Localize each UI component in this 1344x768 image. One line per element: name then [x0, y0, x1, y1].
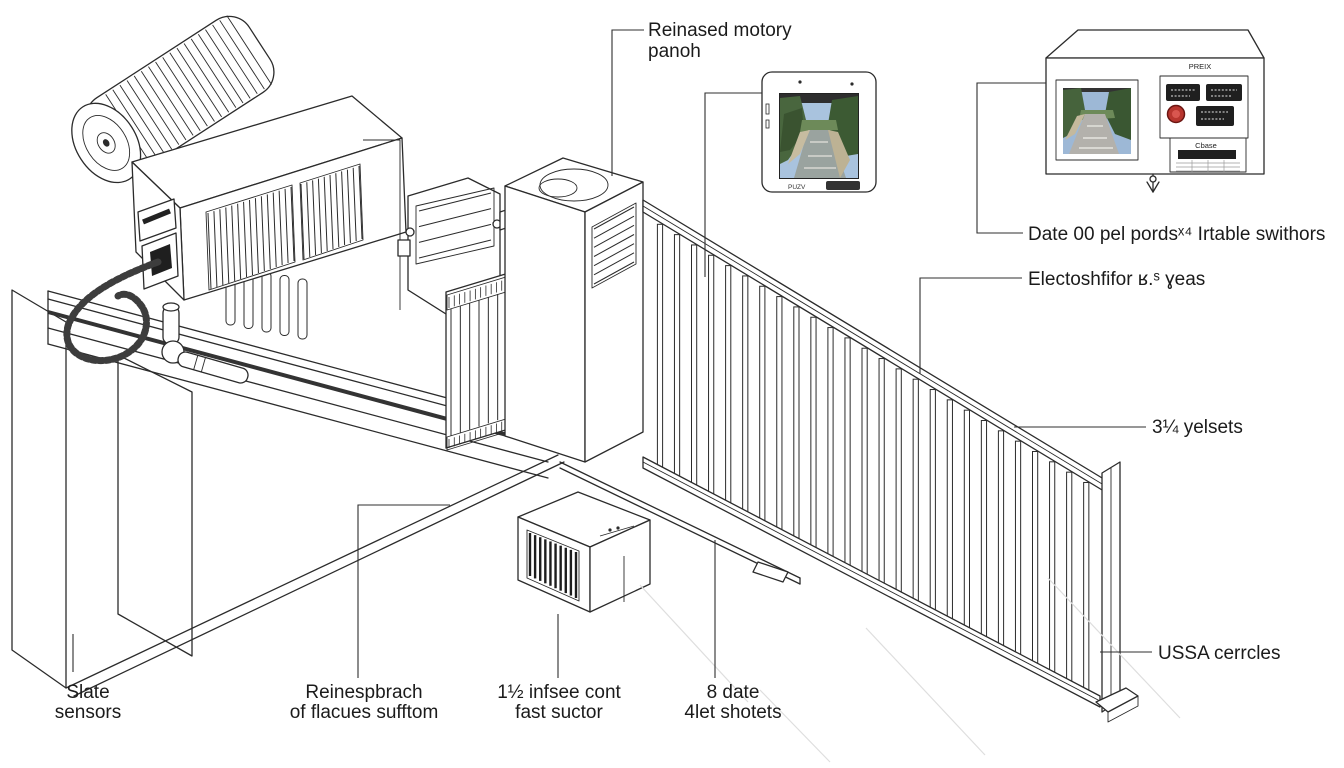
- track-stop: [752, 561, 789, 583]
- leader-lines: [72, 29, 1152, 678]
- display-right: [1206, 84, 1242, 101]
- base-edge: [65, 454, 559, 689]
- leader-monitor: [704, 92, 762, 277]
- photocell-box: [517, 491, 651, 613]
- label-electro: Electoshfifor ʁ.ˢ ɣeas: [1028, 269, 1205, 290]
- label-infsee-1: 1½ infsee cont: [497, 682, 621, 703]
- monitor-home-button: [826, 181, 860, 190]
- photocell-grille: [526, 529, 580, 602]
- sliding-gate: [642, 199, 1139, 723]
- side-button: [765, 103, 770, 115]
- drive-housing: [131, 95, 407, 301]
- label-yelsets: 3¼ yelsets: [1152, 417, 1243, 438]
- base-edge-2: [73, 461, 565, 697]
- display-lower: [1196, 106, 1234, 126]
- camera-dot-icon: [798, 80, 802, 84]
- label-slate-1: Slate: [66, 682, 109, 703]
- leader-ports: [976, 82, 1046, 234]
- guide-column: [445, 271, 513, 451]
- label-card: Cbase: [1169, 137, 1247, 173]
- monitor-brand: PUZV: [788, 184, 806, 191]
- label-reines-1: Reinespbrach: [305, 682, 422, 703]
- label-date-1: 8 date: [707, 682, 760, 703]
- label-ports: Date 00 pel pordsˣ⁴ Irtable swithors: [1028, 224, 1325, 245]
- keypad: [1159, 75, 1249, 139]
- pillar-vent: [591, 202, 637, 289]
- monitor-screen-image: [780, 94, 858, 178]
- label-date-2: 4let shotets: [684, 702, 781, 723]
- power-cable: [63, 258, 162, 364]
- motor-cylinder: [71, 15, 275, 184]
- panel-screen-frame: [1055, 79, 1139, 161]
- display-left: [1166, 84, 1200, 101]
- ground-lines: [639, 577, 1181, 763]
- label-motor-panel-2: panoh: [648, 41, 701, 62]
- antenna-icon: [1146, 173, 1160, 193]
- control-panel-box: PREIX Cbase: [1045, 29, 1265, 193]
- label-infsee-2: fast suctor: [515, 702, 603, 723]
- pipe-fitting: [161, 302, 249, 384]
- wall-panels: [11, 289, 565, 697]
- leader-motor-panel: [611, 29, 644, 176]
- label-reines-2: of flacues sufftom: [290, 702, 439, 723]
- video-monitor: PUZV: [761, 71, 877, 193]
- label-motor-panel-1: Reinased motory: [648, 20, 792, 41]
- leader-electro: [919, 277, 1022, 374]
- side-button: [765, 119, 770, 129]
- labels: Reinased motory panoh Date 00 pel pordsˣ…: [55, 20, 1326, 723]
- vent-grille-2: [299, 163, 364, 261]
- sensor-dot-icon: [850, 82, 854, 86]
- panel-screen-image: [1063, 88, 1131, 154]
- panel-sub-text: Cbase: [1195, 141, 1217, 150]
- panel-header-text: PREIX: [1189, 62, 1212, 71]
- vent-grille-1: [205, 184, 296, 291]
- label-circles: USSA cerrcles: [1158, 643, 1280, 664]
- ground-track: [559, 461, 801, 585]
- leader-reines: [357, 504, 450, 678]
- label-slate-2: sensors: [55, 702, 122, 723]
- corner-pillar: [504, 157, 644, 463]
- gate-bars: [656, 223, 1090, 693]
- name-plate: [137, 198, 177, 242]
